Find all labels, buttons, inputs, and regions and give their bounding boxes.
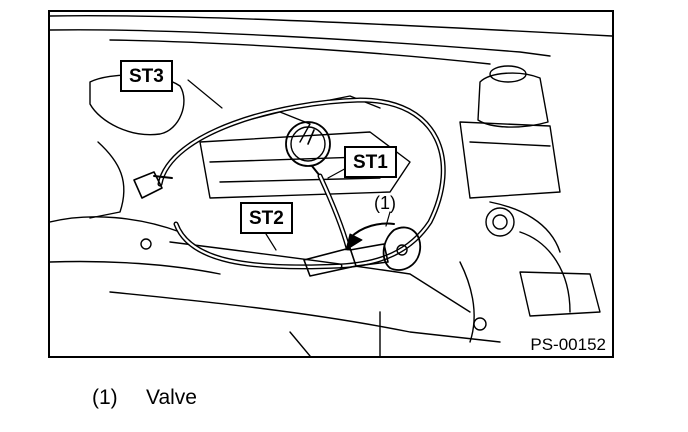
- left-fitting: [133, 171, 163, 199]
- st3-leader: [187, 79, 223, 109]
- legend-item-text: Valve: [146, 386, 197, 409]
- hood-edge: [50, 15, 612, 37]
- rotation-arrow: [349, 222, 395, 239]
- legend-item: (1) Valve: [92, 387, 197, 408]
- figure-code: PS-00152: [528, 335, 608, 354]
- st2-leader: [265, 233, 277, 251]
- illustration-frame: ST3 ST1 ST2 (1) PS-00152: [48, 10, 614, 358]
- engine-block: [199, 131, 411, 199]
- legend-item-number: (1): [92, 386, 118, 409]
- arrow-head: [345, 233, 363, 251]
- callout-st3: ST3: [120, 60, 173, 92]
- callout-st1: ST1: [344, 146, 397, 178]
- reservoir-cap: [489, 65, 527, 83]
- hood-inner-edge: [50, 29, 551, 57]
- st3-hose-outline: [157, 97, 446, 269]
- callout-item1: (1): [374, 193, 396, 213]
- pressure-gauge: [285, 121, 331, 167]
- reservoir: [477, 72, 549, 128]
- callout-st2: ST2: [240, 202, 293, 234]
- cap-right: [485, 207, 515, 237]
- item1-leader: [385, 211, 391, 227]
- legend: (1) Valve: [92, 387, 197, 408]
- engine-line-drawing: [50, 15, 612, 356]
- valve-knob: [382, 226, 422, 271]
